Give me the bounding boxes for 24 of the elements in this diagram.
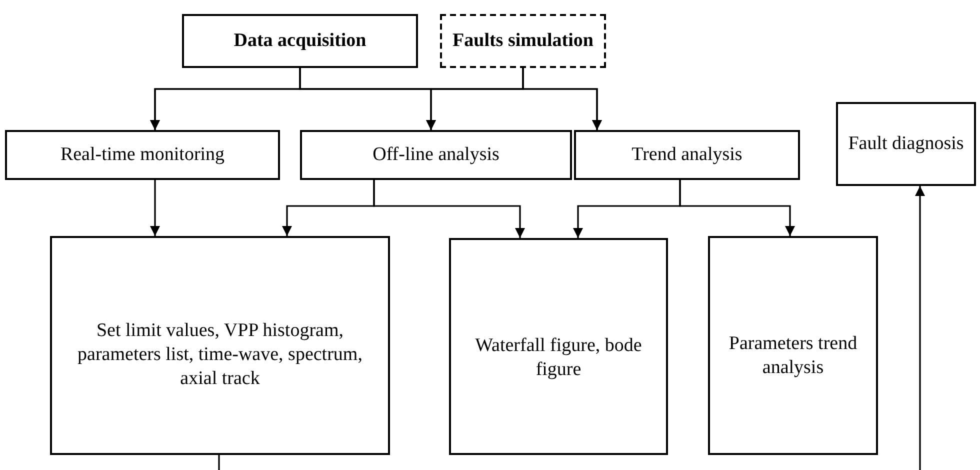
- process-box: [50, 236, 390, 455]
- connector-line: [218, 455, 220, 470]
- process-box: [574, 130, 800, 180]
- box-label: Set limit values, VPP histogram, parameters list, time-wave, spectrum, axial track: [76, 318, 364, 390]
- dashed-process-box: [440, 14, 606, 68]
- box-label: Fault diagnosis: [848, 132, 964, 156]
- box-label: Off-line analysis: [372, 143, 500, 167]
- arrow: [522, 68, 602, 130]
- arrow: [679, 180, 795, 236]
- box-label: Data acquisition: [234, 29, 366, 53]
- process-box: [5, 130, 280, 180]
- process-box: [836, 102, 976, 186]
- box-label: Trend analysis: [632, 143, 742, 167]
- arrow: [150, 180, 160, 236]
- box-label: Real-time monitoring: [60, 143, 225, 167]
- arrow: [373, 180, 525, 238]
- process-box: [300, 130, 572, 180]
- process-box: [449, 238, 668, 455]
- process-box: [708, 236, 878, 455]
- box-label: Faults simulation: [452, 29, 594, 53]
- box-label: Parameters trend analysis: [728, 332, 858, 380]
- arrow: [915, 186, 925, 470]
- box-label: Waterfall figure, bode figure: [474, 334, 643, 382]
- process-box: [182, 14, 418, 68]
